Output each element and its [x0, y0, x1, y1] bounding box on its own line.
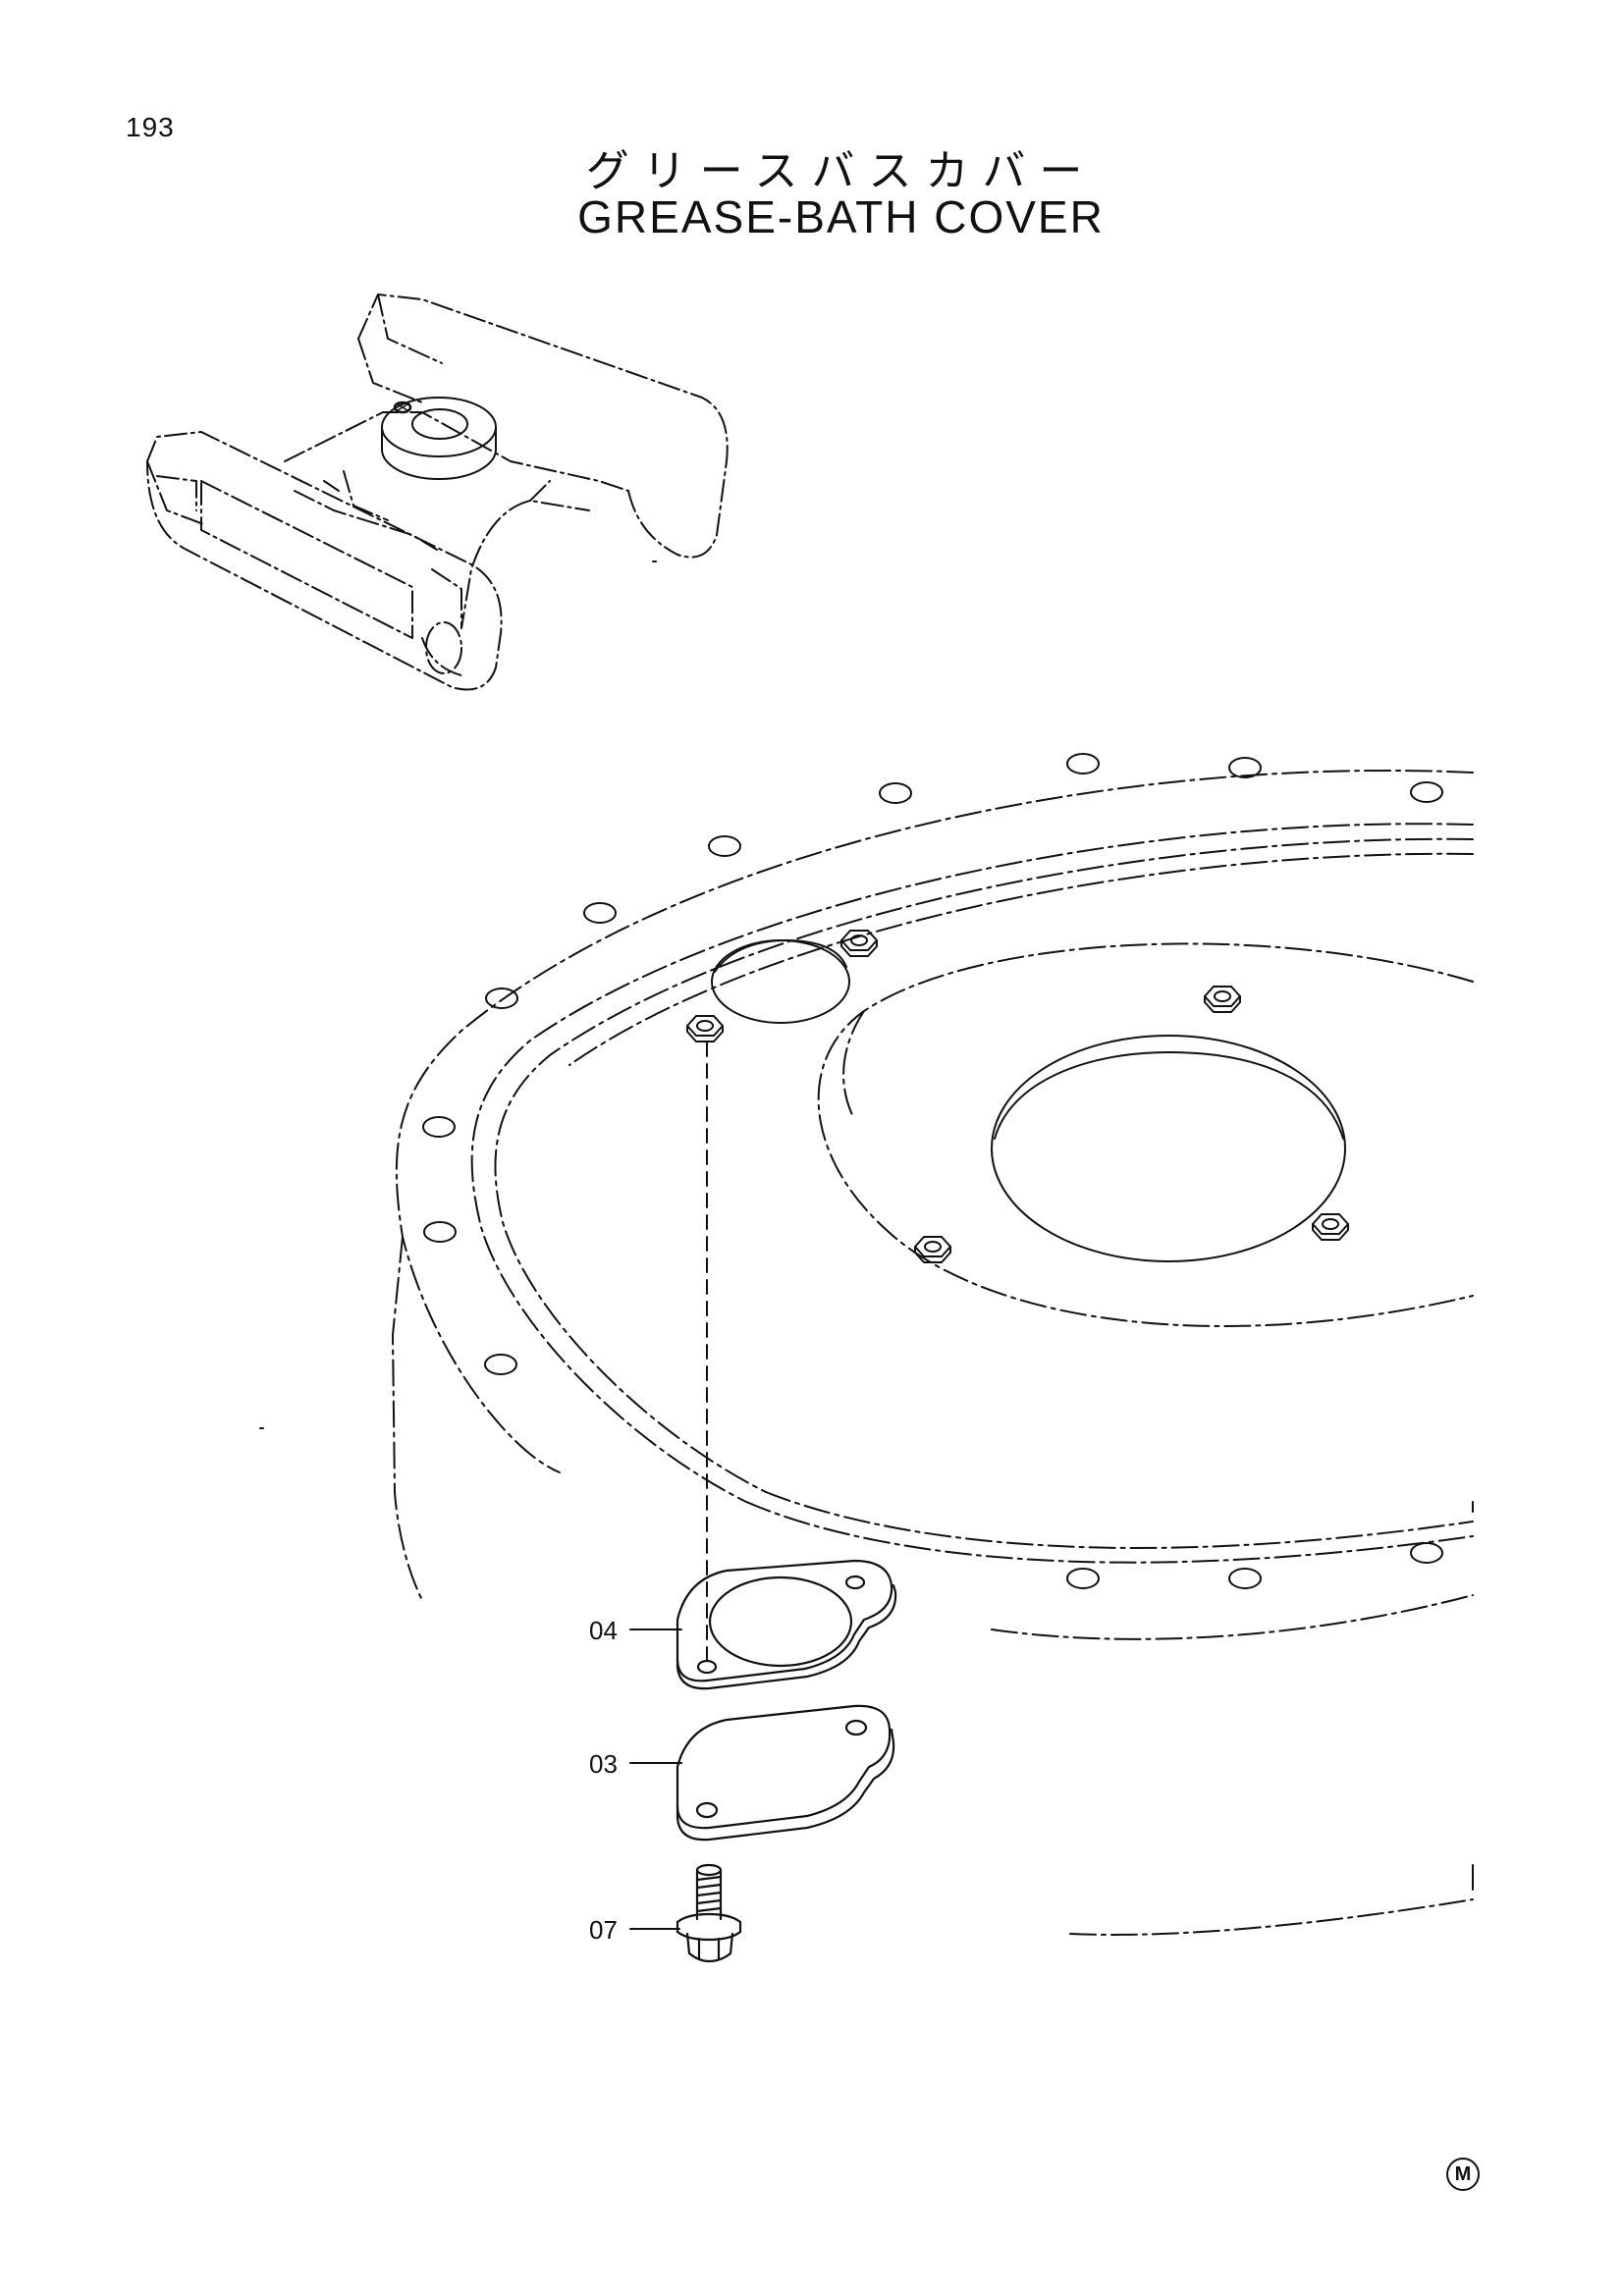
part-04-gasket [676, 1559, 897, 1690]
part-03-cover-plate [676, 1704, 895, 1842]
hex-nuts [686, 930, 1349, 1263]
part-07-bolt [676, 1863, 742, 1963]
leader-lines [629, 1629, 682, 1930]
maker-mark: M [1446, 2158, 1480, 2191]
page-number: 193 [126, 112, 175, 142]
inset-swing-bearing [381, 397, 497, 480]
flange-bolt-holes [422, 753, 1443, 1589]
center-opening [991, 1035, 1346, 1262]
callout-03: 03 [589, 1749, 618, 1779]
title-japanese: グリースバスカバー [585, 146, 1097, 196]
grease-bath-opening [711, 939, 850, 1024]
callout-04: 04 [589, 1616, 618, 1645]
inset-track-frame [146, 294, 729, 691]
title-english: GREASE-BATH COVER [577, 191, 1105, 242]
turntable-phantom [392, 769, 1474, 1936]
callout-07: 07 [589, 1915, 618, 1945]
